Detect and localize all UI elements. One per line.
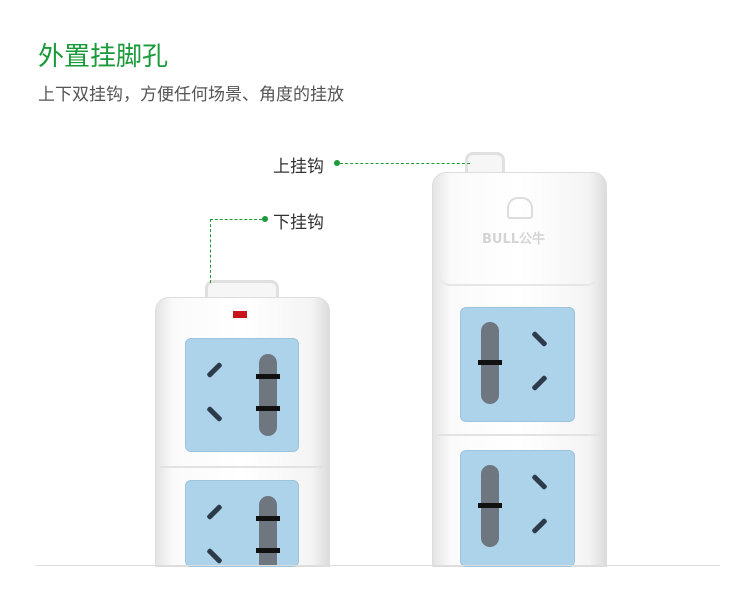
page-subtitle: 上下双挂钩，方便任何场景、角度的挂放 [38,85,344,105]
socket-slot [256,516,280,521]
callout-line [340,163,470,164]
callout-dot [334,160,340,166]
socket-earth [259,354,277,436]
socket-slot [256,374,280,379]
top-cover [440,176,597,286]
lower-hook-label: 下挂钩 [273,213,324,233]
socket-slot [256,406,280,411]
upper-hook-label: 上挂钩 [273,157,324,177]
callout-dot [262,216,268,222]
socket-slot [478,503,502,508]
brand-logo: BULL公牛 [482,232,546,247]
indicator-light [233,311,247,318]
socket-slot [256,548,280,553]
socket-slot [478,360,502,365]
callout-line [210,219,262,220]
page-title: 外置挂脚孔 [38,42,169,72]
socket [185,338,299,452]
divider [160,466,323,468]
divider [437,434,600,436]
bull-logo-icon [507,197,533,219]
callout-line [210,219,211,283]
baseline [35,565,720,566]
socket [460,450,575,567]
socket-earth [259,496,277,565]
socket [185,480,299,567]
